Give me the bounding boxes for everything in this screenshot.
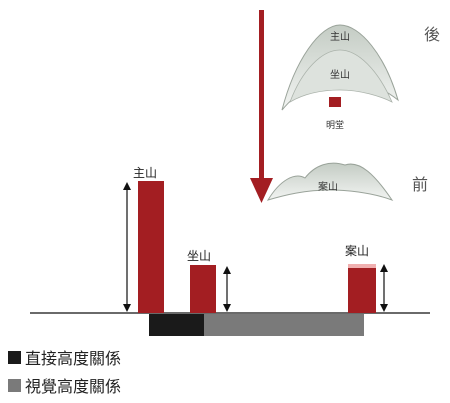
legend-visual-label: 視覺高度關係: [25, 377, 122, 396]
direction-arrow: [250, 10, 273, 203]
bright-hall-marker: [329, 97, 341, 107]
legend-direct-swatch: [8, 350, 21, 364]
sitting-mountain-height-arrow: [223, 266, 231, 312]
back-mountain-range: [281, 24, 399, 111]
label-desk-mountain-bar: 案山: [345, 243, 369, 258]
front-mountain-range: [266, 162, 394, 201]
main-mountain-bar: [138, 181, 164, 313]
sitting-mountain-bar: [190, 265, 216, 313]
label-back: 後: [424, 25, 440, 44]
direct-height-bar: [149, 314, 204, 336]
legend-direct-label: 直接高度關係: [25, 349, 122, 368]
label-front: 前: [412, 175, 428, 194]
visual-height-bar: [204, 314, 364, 336]
desk-mountain-bar: [348, 264, 376, 313]
legend-direct: 直接高度關係: [8, 345, 121, 369]
desk-mountain-height-arrow: [380, 264, 388, 312]
label-sitting-mountain-top: 坐山: [330, 69, 350, 81]
label-desk-mountain-top: 案山: [318, 180, 338, 193]
legend-visual: 視覺高度關係: [8, 373, 121, 397]
label-main-mountain-top: 主山: [330, 31, 350, 43]
main-mountain-height-arrow: [123, 182, 131, 312]
label-bright-hall: 明堂: [326, 119, 344, 131]
legend-visual-swatch: [8, 378, 21, 392]
label-main-mountain-bar: 主山: [133, 166, 157, 180]
label-sitting-mountain-bar: 坐山: [187, 249, 211, 263]
desk-mountain-cap: [348, 264, 376, 268]
